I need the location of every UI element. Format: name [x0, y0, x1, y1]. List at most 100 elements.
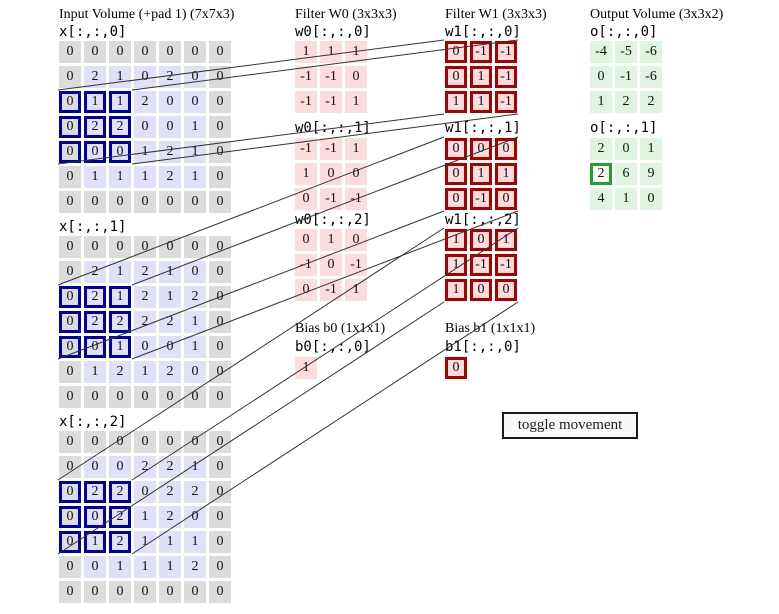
output-cell: 0: [615, 138, 637, 160]
input-cell: 0: [209, 506, 231, 528]
input-cell: 0: [159, 431, 181, 453]
bias-b1-title: Bias b1 (1x1x1): [445, 321, 536, 336]
filter-cell: -1: [320, 138, 342, 160]
input-cell: 2: [184, 481, 206, 503]
input-cell: 0: [184, 261, 206, 283]
input-cell: 0: [159, 236, 181, 258]
input-cell: 0: [59, 141, 81, 163]
output-volume-title: Output Volume (3x3x2): [590, 7, 724, 22]
input-cell: 2: [184, 286, 206, 308]
input-cell: 2: [159, 456, 181, 478]
input-cell: 0: [184, 581, 206, 603]
filter-active-cell: 0: [445, 163, 467, 185]
filter-cell: 0: [295, 188, 317, 210]
input-cell: 2: [109, 531, 131, 553]
input-cell: 0: [184, 91, 206, 113]
filter-cell: 1: [345, 41, 367, 63]
output-cell: 2: [615, 91, 637, 113]
output-cell: -1: [615, 66, 637, 88]
input-cell: 1: [109, 286, 131, 308]
input-cell: 0: [184, 506, 206, 528]
filter-active-cell: 1: [445, 229, 467, 251]
input-cell: 0: [59, 261, 81, 283]
input-cell: 2: [159, 481, 181, 503]
input-cell: 1: [184, 531, 206, 553]
input-cell: 0: [84, 456, 106, 478]
bias-b1-cell: 0: [445, 357, 467, 379]
input-cell: 0: [159, 91, 181, 113]
input-cell: 1: [109, 261, 131, 283]
input-cell: 1: [134, 531, 156, 553]
input-cell: 1: [184, 311, 206, 333]
input-cell: 1: [134, 556, 156, 578]
filter-cell: 0: [345, 229, 367, 251]
filter-w0-slice-2-label: w0[:,:,2]: [295, 212, 371, 228]
input-cell: 2: [84, 116, 106, 138]
input-cell: 0: [109, 581, 131, 603]
input-cell: 1: [159, 286, 181, 308]
input-cell: 0: [84, 506, 106, 528]
filter-active-cell: 0: [495, 279, 517, 301]
input-cell: 2: [159, 361, 181, 383]
input-volume-title: Input Volume (+pad 1) (7x7x3): [59, 7, 235, 22]
input-cell: 0: [59, 581, 81, 603]
input-cell: 2: [134, 311, 156, 333]
filter-active-cell: 1: [495, 163, 517, 185]
input-cell: 0: [184, 386, 206, 408]
filter-cell: -1: [320, 66, 342, 88]
input-cell: 2: [159, 141, 181, 163]
filter-cell: 1: [295, 41, 317, 63]
filter-active-cell: -1: [470, 254, 492, 276]
input-slice-0-label: x[:,:,0]: [59, 24, 127, 40]
filter-cell: 0: [320, 163, 342, 185]
input-cell: 0: [84, 431, 106, 453]
input-cell: 0: [109, 456, 131, 478]
filter-active-cell: -1: [470, 188, 492, 210]
input-cell: 0: [209, 481, 231, 503]
input-cell: 2: [134, 261, 156, 283]
input-cell: 0: [59, 116, 81, 138]
input-cell: 2: [134, 286, 156, 308]
input-cell: 0: [84, 581, 106, 603]
input-cell: 0: [209, 66, 231, 88]
input-cell: 2: [109, 481, 131, 503]
output-cell: 6: [615, 163, 637, 185]
filter-active-cell: 1: [445, 279, 467, 301]
input-cell: 2: [84, 286, 106, 308]
input-cell: 0: [59, 386, 81, 408]
input-cell: 1: [84, 361, 106, 383]
bias-b0-cell: 1: [295, 357, 317, 379]
input-cell: 0: [59, 91, 81, 113]
input-cell: 0: [59, 191, 81, 213]
input-cell: 0: [134, 481, 156, 503]
input-cell: 1: [134, 141, 156, 163]
input-cell: 0: [134, 116, 156, 138]
filter-active-cell: -1: [495, 41, 517, 63]
input-cell: 0: [134, 431, 156, 453]
input-cell: 1: [184, 141, 206, 163]
input-cell: 0: [109, 386, 131, 408]
filter-active-cell: -1: [495, 66, 517, 88]
filter-active-cell: 1: [445, 91, 467, 113]
input-cell: 0: [209, 386, 231, 408]
filter-active-cell: 0: [445, 138, 467, 160]
input-cell: 0: [209, 311, 231, 333]
toggle-movement-button[interactable]: toggle movement: [502, 412, 638, 439]
input-cell: 0: [59, 336, 81, 358]
filter-w1-slice-2-label: w1[:,:,2]: [445, 212, 521, 228]
input-cell: 0: [209, 116, 231, 138]
filter-active-cell: -1: [495, 254, 517, 276]
input-cell: 0: [134, 191, 156, 213]
input-cell: 0: [59, 166, 81, 188]
input-cell: 0: [59, 481, 81, 503]
input-cell: 2: [109, 361, 131, 383]
filter-active-cell: 0: [470, 229, 492, 251]
filter-cell: -1: [320, 188, 342, 210]
input-cell: 0: [59, 236, 81, 258]
input-cell: 0: [209, 336, 231, 358]
